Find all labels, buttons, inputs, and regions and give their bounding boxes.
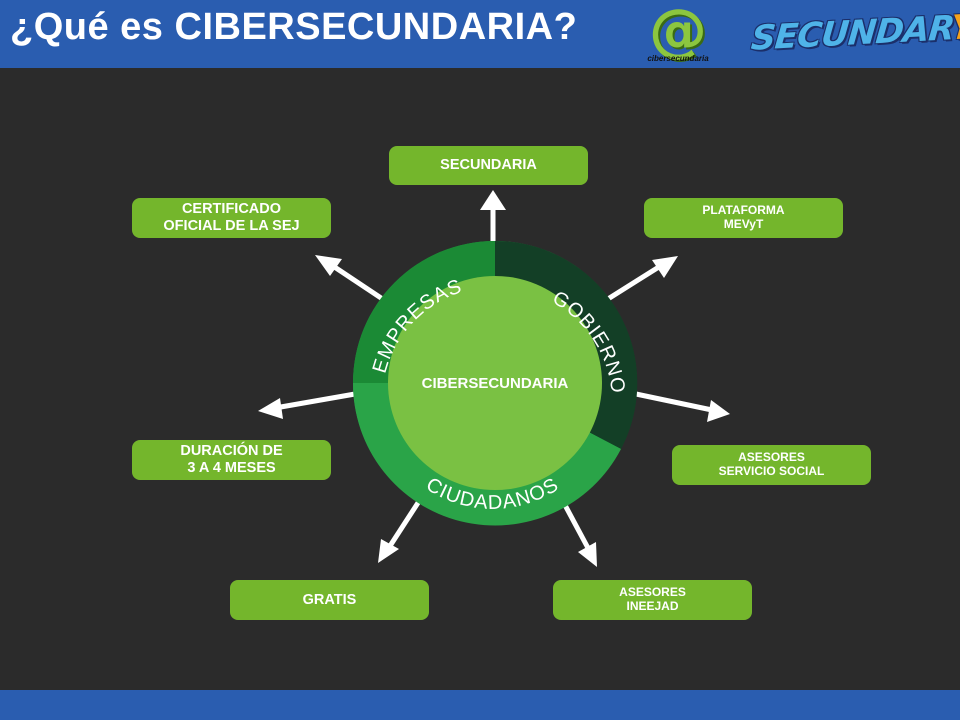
footer-bar: [0, 690, 960, 720]
arrowhead-certificado: [315, 255, 342, 276]
page-title: ¿Qué es CIBERSECUNDARIA?: [10, 6, 578, 48]
box-certificado-label: CERTIFICADO OFICIAL DE LA SEJ: [163, 201, 300, 234]
box-plataforma: PLATAFORMA MEVyT: [644, 198, 843, 238]
center-circle: [388, 276, 602, 490]
arrow-asesores-servicio: [635, 391, 713, 413]
arrowhead-asesores-servicio: [707, 400, 730, 422]
box-asesores-ineejad: ASESORES INEEJAD: [553, 580, 752, 620]
cibersecundaria-logo: @ cibersecundaria: [642, 0, 714, 66]
center-label: CIBERSECUNDARIA: [422, 375, 569, 392]
box-certificado: CERTIFICADO OFICIAL DE LA SEJ: [132, 198, 331, 238]
box-asesores-servicio-label: ASESORES SERVICIO SOCIAL: [718, 450, 825, 478]
box-plataforma-label: PLATAFORMA MEVyT: [702, 203, 785, 231]
box-duracion-label: DURACIÓN DE 3 A 4 MESES: [180, 443, 283, 476]
box-secundaria: SECUNDARIA: [389, 146, 588, 185]
arrow-duracion: [274, 391, 356, 411]
box-gratis: GRATIS: [230, 580, 429, 620]
box-duracion: DURACIÓN DE 3 A 4 MESES: [132, 440, 331, 480]
arrow-certificado: [328, 261, 392, 307]
arrow-plataforma: [598, 262, 664, 307]
at-sign-icon: @: [649, 0, 707, 64]
box-secundaria-label: SECUNDARIA: [440, 157, 537, 174]
box-asesores-ineejad-label: ASESORES INEEJAD: [619, 585, 686, 613]
central-ring: [352, 240, 638, 526]
logo-caption: cibersecundaria: [647, 54, 709, 63]
arrowhead-duracion: [258, 398, 283, 419]
box-gratis-label: GRATIS: [302, 591, 357, 608]
arrowhead-secundaria: [480, 190, 506, 210]
arrowhead-gratis: [378, 539, 399, 563]
arrowhead-plataforma: [652, 256, 678, 278]
header-bar: ¿Qué es CIBERSECUNDARIA? @ cibersecundar…: [0, 0, 960, 68]
box-asesores-servicio: ASESORES SERVICIO SOCIAL: [672, 445, 871, 485]
arrowhead-asesores-ineejad: [578, 542, 597, 567]
